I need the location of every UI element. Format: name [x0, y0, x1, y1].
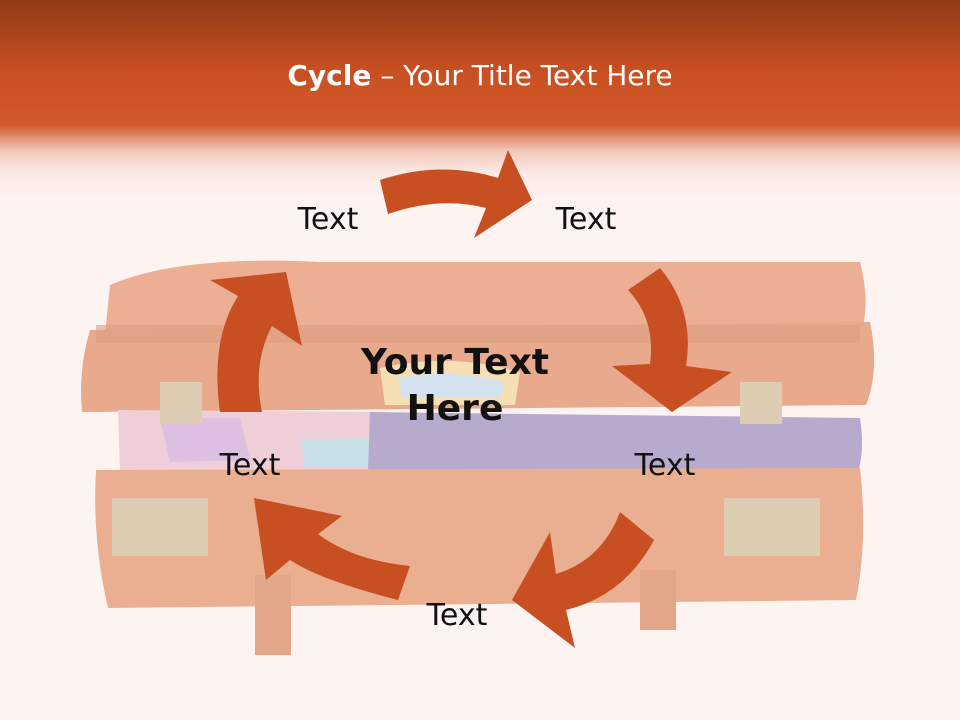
cycle-node-3: Text — [634, 448, 696, 483]
header-band — [0, 0, 960, 200]
cycle-arrow-upper-left — [210, 272, 302, 412]
title-rest: – Your Title Text Here — [371, 59, 673, 92]
center-text: Your Text Here — [360, 342, 550, 429]
cycle-node-4: Text — [426, 598, 488, 633]
suitcase-base — [95, 382, 864, 655]
suitcase-clothes — [118, 360, 863, 472]
cycle-arrow-lower-right — [512, 512, 654, 648]
cycle-arrow-upper-right — [612, 268, 732, 412]
cycle-node-5: Text — [219, 448, 281, 483]
cycle-node-2: Text — [555, 202, 617, 237]
slide-title: Cycle – Your Title Text Here — [0, 56, 960, 96]
cycle-arrow-top — [380, 150, 532, 238]
cycle-node-1: Text — [297, 202, 359, 237]
title-bold: Cycle — [287, 59, 372, 92]
cycle-arrow-lower-left — [254, 498, 410, 600]
